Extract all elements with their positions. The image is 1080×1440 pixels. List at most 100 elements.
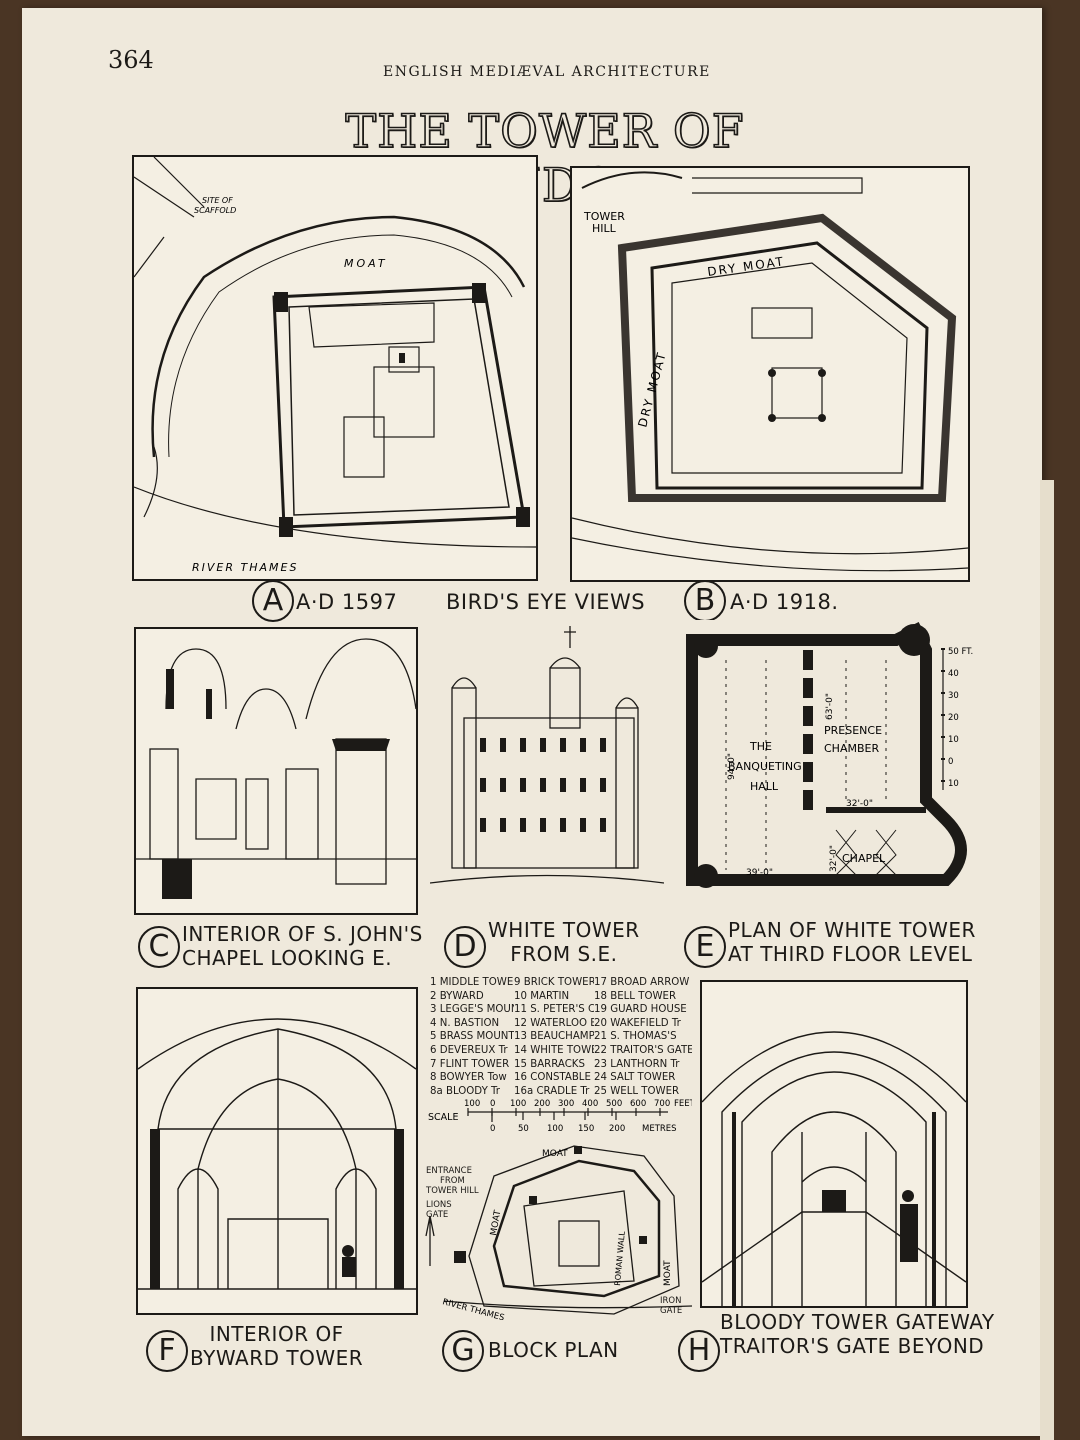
scale-tick-0: 50 FT. <box>948 647 973 657</box>
white-tower-drawing <box>430 626 664 884</box>
moat-top-label: MOAT <box>542 1149 568 1159</box>
moat-left-label: MOAT <box>489 1209 503 1236</box>
block-plan-scale: SCALE 100 0 100 200 300 400 500 600 700 … <box>428 1098 692 1134</box>
legend-item: 20 WAKEFIELD Tr <box>594 1017 681 1029</box>
plate-d-illustration <box>430 618 664 914</box>
plate-h-caption-line1: BLOODY TOWER GATEWAY <box>720 1310 995 1334</box>
plate-f-caption: INTERIOR OF BYWARD TOWER <box>190 1322 363 1370</box>
iron-gate-label: IRON GATE <box>660 1296 682 1316</box>
legend-item: 5 BRASS MOUNT <box>430 1031 514 1043</box>
plan-the-label: THE <box>749 740 772 753</box>
plate-c-caption-line2: CHAPEL LOOKING E. <box>182 946 393 970</box>
legend-item: 3 LEGGE'S MOUNT <box>430 1004 514 1016</box>
legend-item: 16 CONSTABLE Tr <box>514 1072 594 1084</box>
st-johns-chapel-drawing <box>136 638 416 899</box>
plan-presence-label: PRESENCE <box>824 724 882 737</box>
bloody-tower-gateway-drawing <box>702 1031 966 1306</box>
plate-c-caption: INTERIOR OF S. JOHN'S CHAPEL LOOKING E. <box>182 922 423 970</box>
legend-item: 10 MARTIN <box>514 990 570 1002</box>
legend-item: 7 FLINT TOWER <box>430 1058 510 1070</box>
scaffold-label: SCAFFOLD <box>194 206 236 215</box>
plate-e-letter: E <box>684 926 726 968</box>
plate-e-caption: PLAN OF WHITE TOWER AT THIRD FLOOR LEVEL <box>728 918 976 966</box>
legend-item: 25 WELL TOWER <box>594 1085 680 1097</box>
plate-e-illustration: THE BANQUETING HALL PRESENCE CHAMBER CHA… <box>686 620 976 914</box>
dim-39-label: 39'-0" <box>746 868 773 878</box>
plan-hall-label: HALL <box>750 780 779 793</box>
legend-row: 8a BLOODY Tr 16a CRADLE Tr 25 WELL TOWER <box>430 1085 692 1099</box>
plate-d-caption-line2: FROM S.E. <box>510 942 618 966</box>
entrance-line: FROM <box>440 1176 465 1186</box>
legend-item: 8 BOWYER Tow <box>430 1072 507 1084</box>
page-number: 364 <box>108 46 154 74</box>
legend-item: 14 WHITE TOWER <box>514 1044 594 1056</box>
plate-h-letter: H <box>678 1330 720 1372</box>
dim-32b-label: 32'-0" <box>829 845 839 872</box>
feet-tick: 0 <box>490 1099 495 1109</box>
legend-item: 2 BYWARD <box>430 990 484 1002</box>
plate-c-letter: C <box>138 926 180 968</box>
plate-c-illustration <box>134 627 418 915</box>
legend-item: 1 MIDDLE TOWER <box>430 977 514 988</box>
legend-row: 2 BYWARD 10 MARTIN 18 BELL TOWER <box>430 990 692 1004</box>
feet-tick: 100 <box>510 1099 526 1109</box>
scale-word: SCALE <box>428 1112 458 1123</box>
feet-unit: FEET <box>674 1099 692 1109</box>
plate-b-letter: B <box>684 580 726 622</box>
legend-item: 16a CRADLE Tr <box>514 1085 590 1097</box>
legend-item: 15 BARRACKS <box>514 1058 585 1070</box>
running-head: ENGLISH MEDIÆVAL ARCHITECTURE <box>383 64 711 80</box>
tower-label: TOWER <box>583 210 625 223</box>
river-thames-label: RIVER THAMES <box>441 1297 505 1323</box>
plate-f-caption-line2: BYWARD TOWER <box>190 1346 364 1370</box>
legend-item: 22 TRAITOR'S GATE <box>594 1044 692 1056</box>
plate-h-illustration <box>700 980 968 1308</box>
scale-tick-4: 10 <box>948 735 959 745</box>
feet-tick: 600 <box>630 1099 646 1109</box>
moat-right-label: MOAT <box>663 1260 673 1286</box>
plate-f-caption-line1: INTERIOR OF <box>209 1322 344 1346</box>
feet-tick: 500 <box>606 1099 622 1109</box>
legend-item: 6 DEVEREUX Tr <box>430 1044 508 1056</box>
scale-tick-1: 40 <box>948 669 959 679</box>
scale-tick-3: 20 <box>948 713 959 723</box>
dry-moat-left-label: DRY MOAT <box>635 350 669 429</box>
feet-tick: 700 <box>654 1099 670 1109</box>
scale-tick-2: 30 <box>948 691 959 701</box>
plan-chapel-label: CHAPEL <box>842 852 886 865</box>
legend-item: 8a BLOODY Tr <box>430 1085 500 1097</box>
plate-a-illustration: SITE OF SCAFFOLD MOAT RIVER THAMES <box>132 155 538 581</box>
plate-d-caption-line1: WHITE TOWER <box>488 918 640 942</box>
entrance-line: ENTRANCE <box>426 1166 472 1176</box>
feet-tick: 300 <box>558 1099 574 1109</box>
plan-banqueting-label: BANQUETING <box>728 760 802 773</box>
feet-tick: 400 <box>582 1099 598 1109</box>
plate-d-letter: D <box>444 926 486 968</box>
metre-tick: 100 <box>547 1124 563 1134</box>
legend-item: 18 BELL TOWER <box>594 990 677 1002</box>
metre-unit: METRES <box>642 1124 677 1134</box>
birds-eye-1918-drawing: TOWER HILL DRY MOAT DRY MOAT <box>572 171 968 572</box>
plan-chamber-label: CHAMBER <box>824 742 879 755</box>
entrance-label: ENTRANCE FROM TOWER HILL <box>426 1166 479 1196</box>
iron-gate-line: GATE <box>660 1306 683 1316</box>
feet-tick: 100 <box>464 1099 480 1109</box>
feet-tick: 200 <box>534 1099 550 1109</box>
birds-eye-views-caption: BIRD'S EYE VIEWS <box>446 590 646 614</box>
legend-item: 4 N. BASTION <box>430 1017 500 1029</box>
river-label: RIVER THAMES <box>192 561 298 574</box>
plate-h-caption: BLOODY TOWER GATEWAY TRAITOR'S GATE BEYO… <box>720 1310 995 1358</box>
scale-tick-5: 0 <box>948 757 953 767</box>
dim-63-label: 63'-0" <box>825 693 835 720</box>
legend-item: 21 S. THOMAS'S <box>594 1031 677 1043</box>
site-label: SITE OF <box>202 196 233 205</box>
legend-item: 12 WATERLOO Bks <box>514 1017 594 1029</box>
lions-gate-line: LIONS <box>426 1200 452 1210</box>
plate-d-caption: WHITE TOWER FROM S.E. <box>488 918 640 966</box>
plate-e-caption-line1: PLAN OF WHITE TOWER <box>728 918 976 942</box>
plate-b-illustration: TOWER HILL DRY MOAT DRY MOAT <box>570 166 970 582</box>
byward-tower-interior-drawing <box>138 1018 416 1290</box>
entrance-line: TOWER HILL <box>426 1186 479 1196</box>
